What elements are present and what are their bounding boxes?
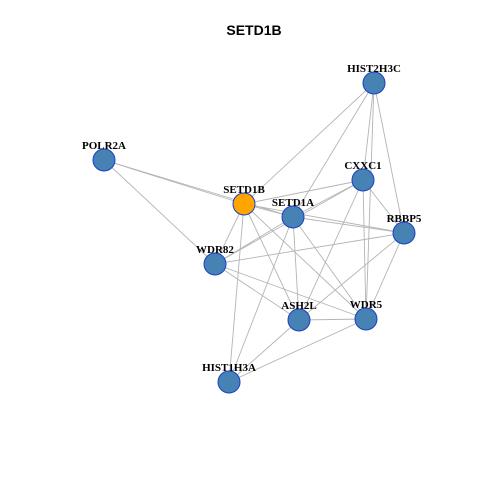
edge-ash2l-hist1h3a bbox=[228, 319, 300, 383]
node-cxxc1[interactable] bbox=[351, 168, 375, 192]
node-label-hist1h3a: HIST1H3A bbox=[202, 362, 256, 374]
node-label-setd1a: SETD1A bbox=[272, 197, 314, 209]
edge-cxxc1-ash2l bbox=[298, 179, 364, 321]
edge-wdr82-wdr5 bbox=[214, 263, 367, 320]
graph-title: SETD1B bbox=[226, 22, 281, 38]
node-label-hist2h3c: HIST2H3C bbox=[347, 63, 401, 75]
edge-setd1b-hist1h3a bbox=[228, 203, 245, 383]
node-wdr5[interactable] bbox=[354, 307, 378, 331]
node-label-rbbp5: RBBP5 bbox=[387, 213, 422, 225]
node-layer bbox=[92, 71, 416, 394]
edge-hist2h3c-rbbp5 bbox=[373, 82, 405, 234]
edge-hist2h3c-wdr5 bbox=[365, 82, 375, 320]
edge-setd1b-wdr5 bbox=[243, 203, 367, 320]
edge-rbbp5-wdr5 bbox=[365, 232, 405, 320]
edge-setd1b-hist2h3c bbox=[243, 82, 375, 205]
edge-wdr5-hist1h3a bbox=[228, 318, 367, 383]
edge-rbbp5-ash2l bbox=[298, 232, 405, 321]
node-label-ash2l: ASH2L bbox=[281, 300, 316, 312]
edge-setd1a-wdr82 bbox=[214, 216, 294, 265]
node-setd1a[interactable] bbox=[281, 205, 305, 229]
node-label-wdr82: WDR82 bbox=[196, 244, 234, 256]
node-hist1h3a[interactable] bbox=[217, 370, 241, 394]
node-setd1b[interactable] bbox=[232, 192, 256, 216]
edge-setd1b-rbbp5 bbox=[243, 203, 405, 234]
node-polr2a[interactable] bbox=[92, 148, 116, 172]
edge-setd1b-ash2l bbox=[243, 203, 300, 321]
edge-setd1a-hist1h3a bbox=[228, 216, 294, 383]
node-label-wdr5: WDR5 bbox=[350, 299, 383, 311]
node-hist2h3c[interactable] bbox=[362, 71, 386, 95]
edge-polr2a-wdr82 bbox=[103, 159, 216, 265]
edge-hist2h3c-cxxc1 bbox=[362, 82, 375, 181]
edge-layer bbox=[103, 82, 405, 383]
edge-cxxc1-wdr5 bbox=[362, 179, 367, 320]
node-wdr82[interactable] bbox=[203, 252, 227, 276]
node-label-polr2a: POLR2A bbox=[82, 140, 126, 152]
edge-setd1a-rbbp5 bbox=[292, 216, 405, 234]
node-label-cxxc1: CXXC1 bbox=[344, 160, 381, 172]
node-rbbp5[interactable] bbox=[392, 221, 416, 245]
edge-rbbp5-wdr82 bbox=[214, 232, 405, 265]
edge-polr2a-setd1a bbox=[103, 159, 294, 218]
edge-hist2h3c-setd1a bbox=[292, 82, 375, 218]
edge-setd1a-ash2l bbox=[292, 216, 300, 321]
edge-setd1b-cxxc1 bbox=[243, 179, 364, 205]
node-label-setd1b: SETD1B bbox=[223, 184, 265, 196]
node-ash2l[interactable] bbox=[287, 308, 311, 332]
edge-setd1a-wdr5 bbox=[292, 216, 367, 320]
edge-wdr82-ash2l bbox=[214, 263, 300, 321]
